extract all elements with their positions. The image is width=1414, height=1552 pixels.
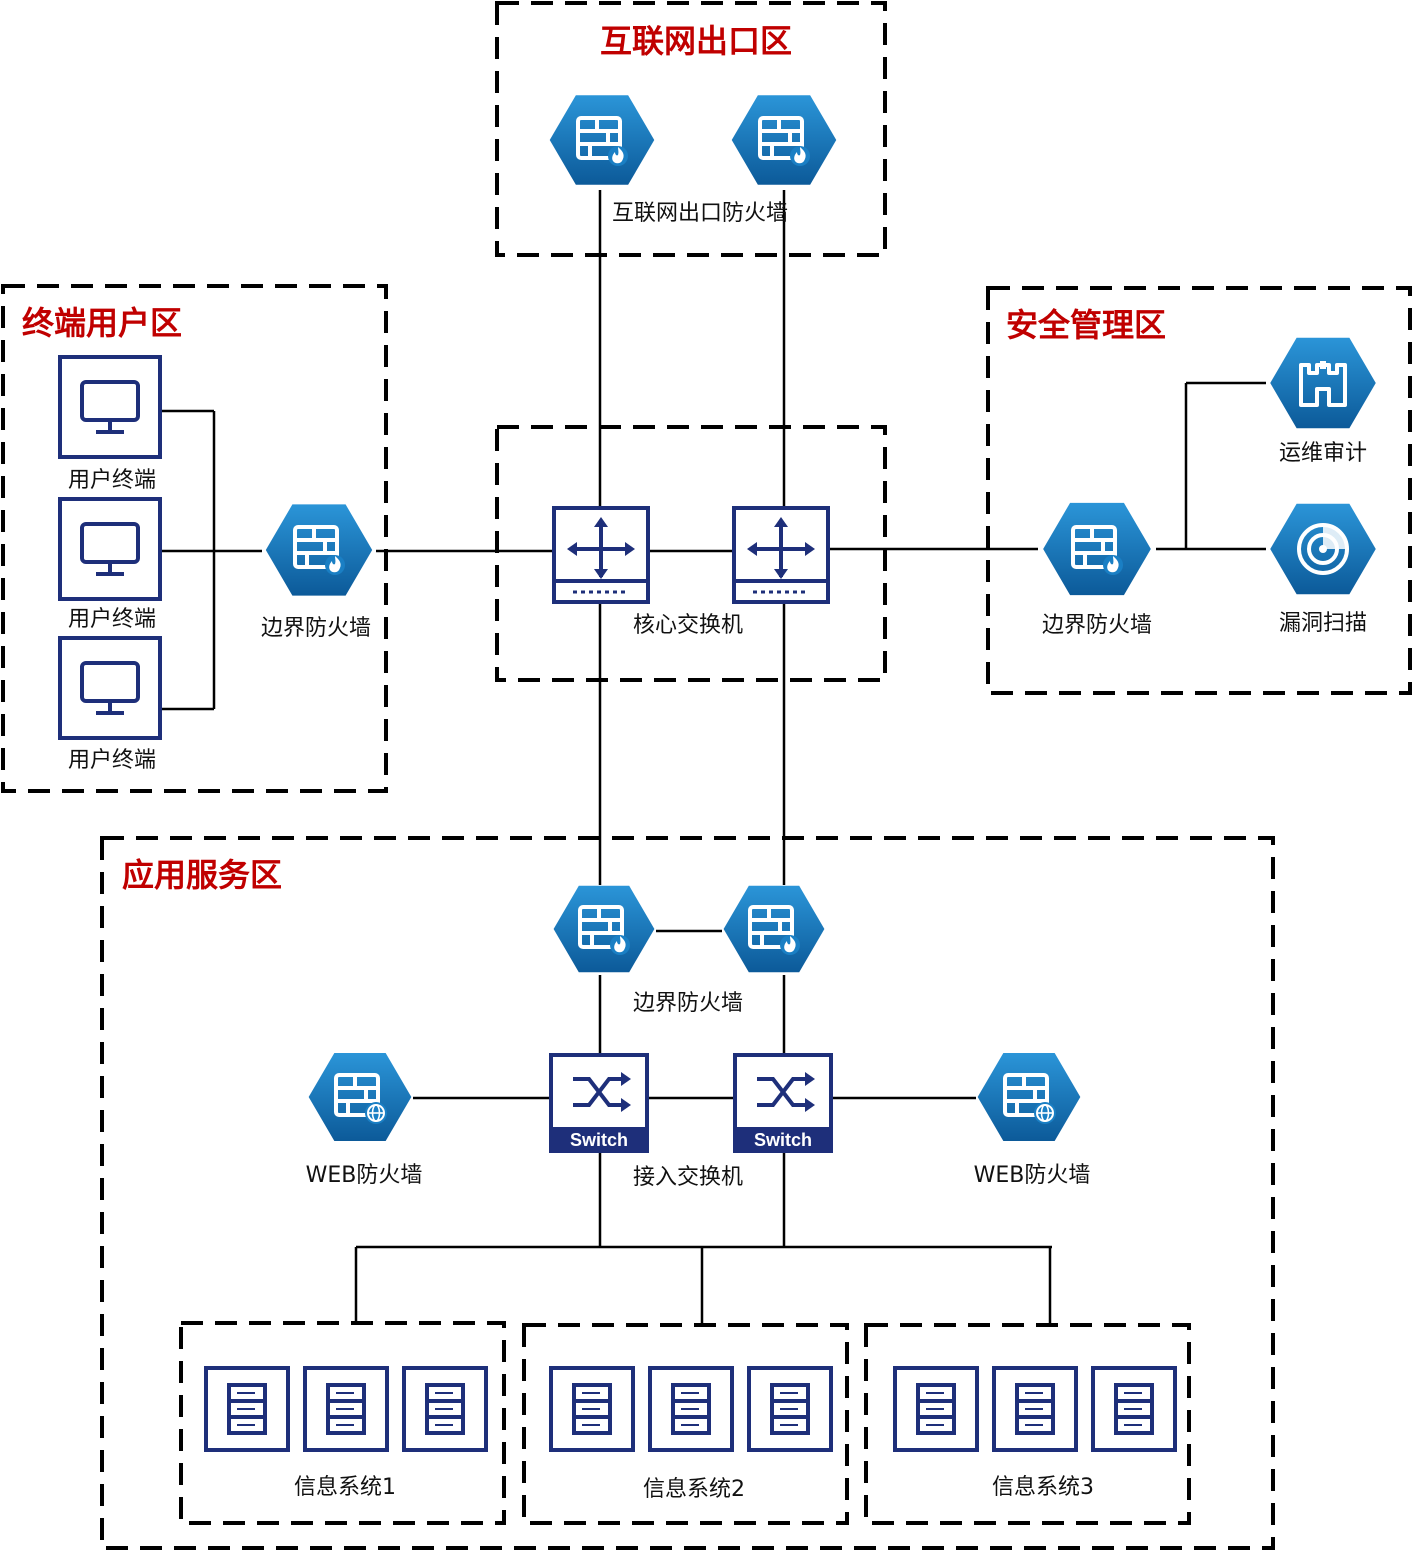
vuln-scan-label: 漏洞扫描 bbox=[1279, 611, 1367, 636]
security-zone-boundary bbox=[986, 286, 1412, 695]
system3-boundary bbox=[864, 1323, 1191, 1525]
server-icon bbox=[1091, 1366, 1177, 1452]
ops-audit-label: 运维审计 bbox=[1279, 441, 1367, 466]
user-terminal-3-label: 用户终端 bbox=[68, 748, 156, 773]
app-border-firewall-label: 边界防火墙 bbox=[633, 991, 743, 1016]
user-terminal-2[interactable] bbox=[58, 497, 162, 601]
server-icon bbox=[648, 1366, 734, 1452]
core-switch-1[interactable] bbox=[552, 506, 650, 604]
server-icon bbox=[204, 1366, 290, 1452]
system2-boundary bbox=[522, 1323, 849, 1525]
server-icon bbox=[992, 1366, 1078, 1452]
web-firewall-right[interactable] bbox=[977, 1053, 1081, 1141]
ops-audit-node[interactable] bbox=[1270, 337, 1376, 429]
internet-zone-title: 互联网出口区 bbox=[600, 22, 792, 60]
internet-firewall-1[interactable] bbox=[549, 95, 655, 185]
web-firewall-left[interactable] bbox=[308, 1053, 412, 1141]
web-firewall-left-label: WEB防火墙 bbox=[306, 1163, 423, 1188]
user-terminal-2-label: 用户终端 bbox=[68, 607, 156, 632]
server-icon bbox=[549, 1366, 635, 1452]
terminal-border-firewall-label: 边界防火墙 bbox=[261, 616, 371, 641]
security-zone-title: 安全管理区 bbox=[1006, 306, 1166, 344]
user-terminal-1-label: 用户终端 bbox=[68, 468, 156, 493]
core-switch-label: 核心交换机 bbox=[633, 613, 743, 638]
terminal-zone-title: 终端用户区 bbox=[22, 304, 182, 342]
app-border-firewall-2[interactable] bbox=[723, 885, 825, 973]
security-border-firewall-label: 边界防火墙 bbox=[1042, 613, 1152, 638]
info-system-2[interactable] bbox=[549, 1366, 833, 1452]
connection-lines bbox=[160, 190, 1266, 1325]
info-system-3-label: 信息系统3 bbox=[992, 1475, 1094, 1500]
security-border-firewall[interactable] bbox=[1043, 502, 1151, 596]
switch-badge: Switch bbox=[754, 1130, 812, 1150]
access-switch-2[interactable]: Switch bbox=[733, 1053, 833, 1153]
access-switch-label: 接入交换机 bbox=[633, 1165, 743, 1190]
server-icon bbox=[747, 1366, 833, 1452]
internet-zone-boundary bbox=[495, 1, 887, 257]
application-zone-title: 应用服务区 bbox=[122, 856, 282, 894]
user-terminal-3[interactable] bbox=[58, 636, 162, 740]
system1-boundary bbox=[179, 1321, 506, 1525]
core-switch-2[interactable] bbox=[732, 506, 830, 604]
server-icon bbox=[402, 1366, 488, 1452]
switch-badge: Switch bbox=[570, 1130, 628, 1150]
internet-firewall-2[interactable] bbox=[731, 95, 837, 185]
app-border-firewall-1[interactable] bbox=[553, 885, 655, 973]
access-switch-1[interactable]: Switch bbox=[549, 1053, 649, 1153]
server-icon bbox=[303, 1366, 389, 1452]
server-icon bbox=[893, 1366, 979, 1452]
application-zone-boundary bbox=[100, 836, 1275, 1550]
info-system-3[interactable] bbox=[893, 1366, 1177, 1452]
terminal-zone-boundary bbox=[1, 284, 388, 793]
vuln-scan-node[interactable] bbox=[1270, 503, 1376, 595]
info-system-1[interactable] bbox=[204, 1366, 488, 1452]
info-system-1-label: 信息系统1 bbox=[294, 1475, 396, 1500]
terminal-border-firewall[interactable] bbox=[265, 504, 373, 596]
internet-firewall-label: 互联网出口防火墙 bbox=[612, 201, 788, 226]
web-firewall-right-label: WEB防火墙 bbox=[974, 1163, 1091, 1188]
radar-icon bbox=[1297, 523, 1349, 575]
castle-icon bbox=[1299, 361, 1347, 407]
info-system-2-label: 信息系统2 bbox=[643, 1477, 745, 1502]
core-zone-boundary bbox=[495, 425, 887, 682]
user-terminal-1[interactable] bbox=[58, 355, 162, 459]
